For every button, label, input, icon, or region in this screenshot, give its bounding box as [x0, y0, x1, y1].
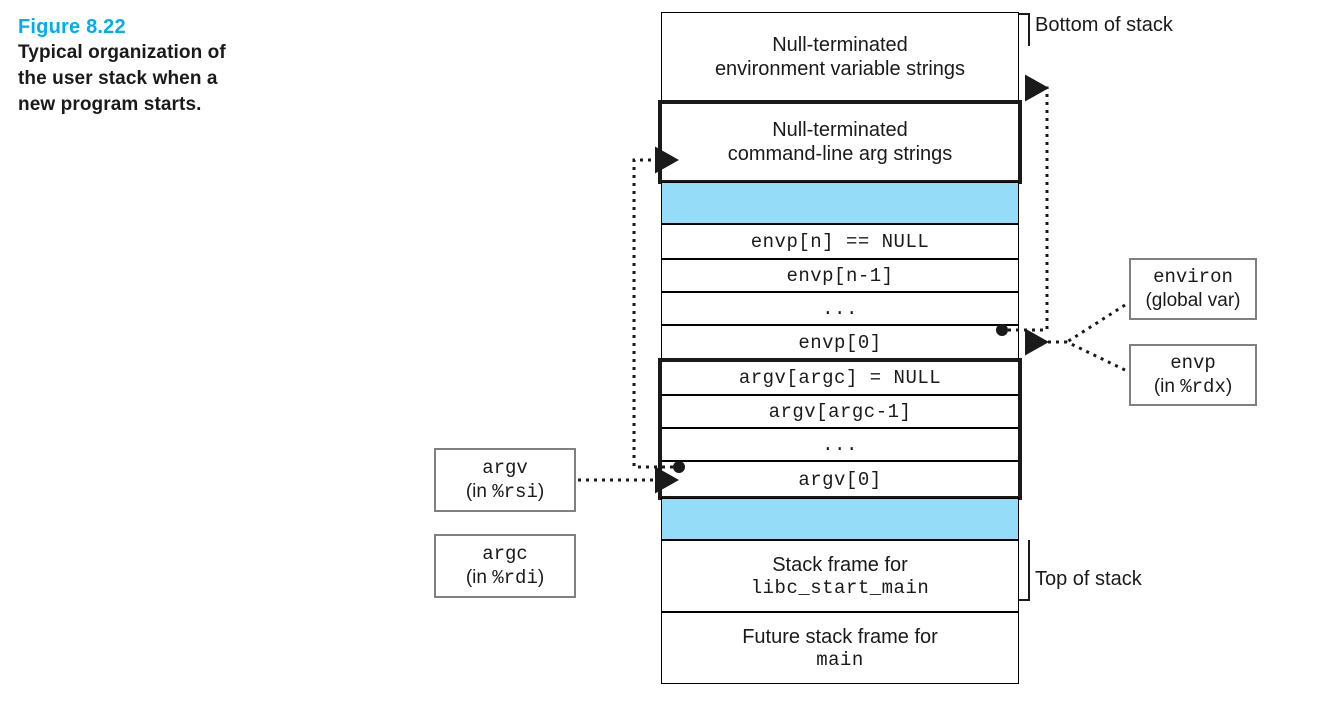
- stack-row-argv-argc: argv[argc] = NULL: [661, 360, 1019, 395]
- envp-n-1-label: envp[n-1]: [786, 264, 894, 287]
- stack-row-gap-upper: [661, 182, 1019, 224]
- envp-ellipsis-label: ...: [822, 297, 858, 320]
- figure-caption-block: Figure 8.22 Typical organization of the …: [18, 14, 268, 118]
- connector-envp-register-to-junction: [1066, 340, 1126, 372]
- envp-register-location: (in %rdx): [1153, 375, 1233, 398]
- label-box-envp-register: envp (in %rdx): [1129, 344, 1257, 406]
- stack-row-arg-strings: Null-terminated command-line arg strings: [661, 102, 1019, 182]
- main-frame-line-2: main: [816, 649, 864, 671]
- bottom-of-stack-tick: [1019, 13, 1030, 46]
- main-frame-line-1: Future stack frame for: [742, 626, 938, 648]
- stack-row-libc-frame: Stack frame for libc_start_main: [661, 540, 1019, 612]
- argv-register-location: (in %rsi): [465, 480, 545, 503]
- envp-0-label: envp[0]: [798, 331, 882, 354]
- stack-row-argv-argc-1: argv[argc-1]: [661, 395, 1019, 428]
- stack-row-env-strings: Null-terminated environment variable str…: [661, 12, 1019, 102]
- argv-0-label: argv[0]: [798, 468, 882, 491]
- argv-register-name: argv: [482, 456, 528, 479]
- stack-row-argv-0: argv[0]: [661, 461, 1019, 498]
- user-stack-diagram: Null-terminated environment variable str…: [658, 12, 1022, 684]
- libc-frame-line-2: libc_start_main: [750, 577, 930, 599]
- stack-row-argv-ellipsis: ...: [661, 428, 1019, 461]
- envp-n-label: envp[n] == NULL: [750, 230, 930, 253]
- argv-argc-1-label: argv[argc-1]: [768, 400, 912, 423]
- arg-strings-line-1: Null-terminated: [772, 119, 908, 141]
- argc-register-name: argc: [482, 542, 528, 565]
- libc-frame-line-1: Stack frame for: [772, 554, 908, 576]
- bottom-of-stack-label: Bottom of stack: [1035, 14, 1173, 36]
- stack-row-envp-0: envp[0]: [661, 325, 1019, 360]
- figure-number: Figure 8.22: [18, 16, 126, 38]
- env-strings-line-1: Null-terminated: [772, 34, 908, 56]
- figure-caption-line-3: new program starts.: [18, 94, 202, 115]
- stack-row-envp-n: envp[n] == NULL: [661, 224, 1019, 259]
- top-of-stack-tick: [1019, 540, 1030, 601]
- stack-row-envp-ellipsis: ...: [661, 292, 1019, 325]
- label-box-argc-register: argc (in %rdi): [434, 534, 576, 598]
- arg-strings-line-2: command-line arg strings: [727, 143, 953, 165]
- environ-variable-scope: (global var): [1145, 290, 1241, 311]
- argv-argc-label: argv[argc] = NULL: [738, 366, 942, 389]
- env-strings-line-2: environment variable strings: [714, 58, 966, 80]
- figure-caption-line-1: Typical organization of: [18, 42, 226, 63]
- argv-ellipsis-label: ...: [822, 433, 858, 456]
- stack-row-envp-n-1: envp[n-1]: [661, 259, 1019, 292]
- stack-row-gap-lower: [661, 498, 1019, 540]
- argc-register-location: (in %rdi): [465, 566, 545, 589]
- figure-caption-line-2: the user stack when a: [18, 68, 218, 89]
- envp-register-name: envp: [1170, 351, 1216, 374]
- label-box-argv-register: argv (in %rsi): [434, 448, 576, 512]
- top-of-stack-label: Top of stack: [1035, 568, 1142, 590]
- environ-variable-name: environ: [1153, 266, 1233, 288]
- figure-caption: Typical organization of the user stack w…: [18, 40, 268, 118]
- label-box-environ-global: environ (global var): [1129, 258, 1257, 320]
- stack-row-main-frame: Future stack frame for main: [661, 612, 1019, 684]
- connector-environ-to-junction: [1066, 303, 1126, 344]
